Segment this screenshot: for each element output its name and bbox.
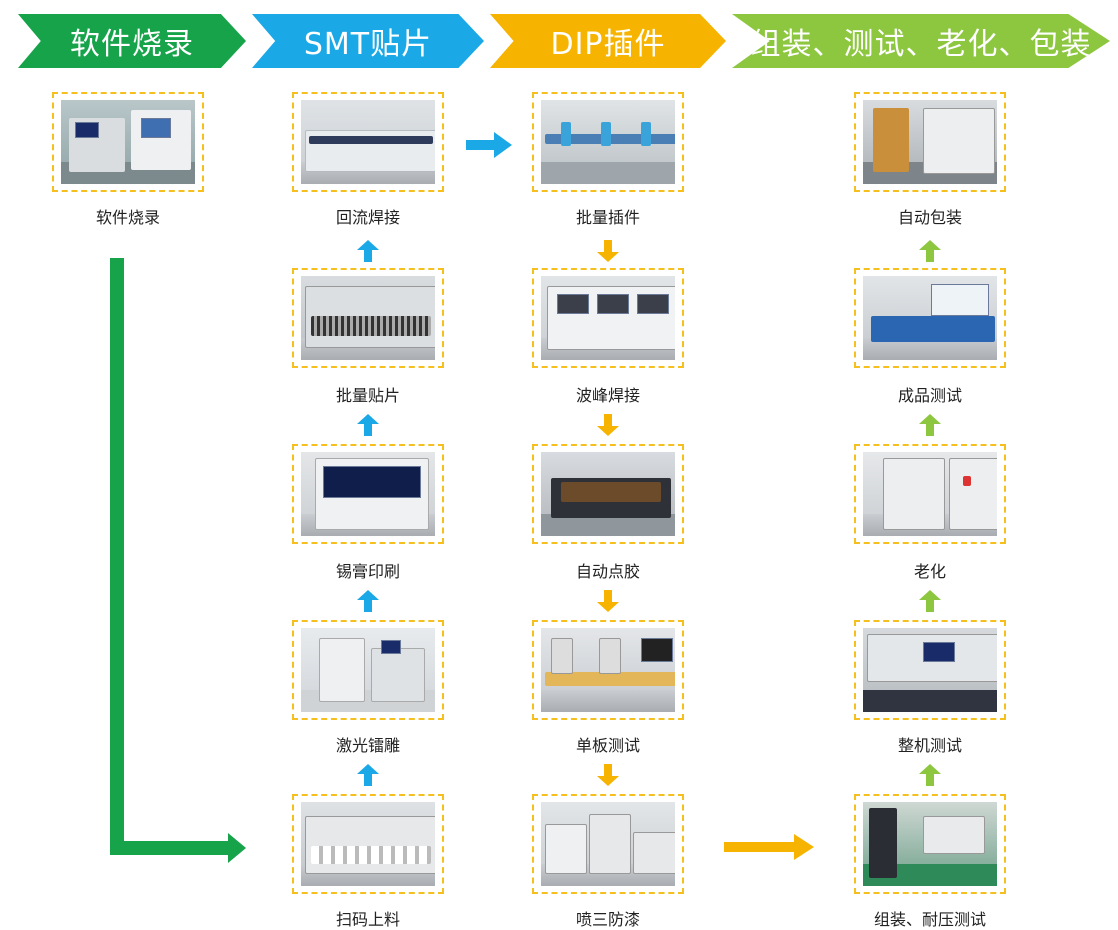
assembly-voltage-photo [863,802,997,886]
stage-label: SMT贴片 [303,27,433,62]
card-label: 喷三防漆 [575,910,640,929]
photo-card-batch-placement [292,268,444,368]
stage-banner-smt: SMT贴片 [252,14,484,68]
photo-card-auto-packing [854,92,1006,192]
software-burning-photo [61,100,195,184]
stage-label: 组装、测试、老化、包装 [750,27,1092,62]
stage-banner-software-burning: 软件烧录 [18,14,246,68]
auto-packing-photo [863,100,997,184]
placement-photo [301,276,435,360]
card-label: 自动包装 [897,208,962,227]
solder-paste-photo [301,452,435,536]
card-label: 波峰焊接 [575,386,640,405]
photo-card-conformal-coating [532,794,684,894]
photo-card-reflow-soldering [292,92,444,192]
photo-card-product-testing [854,268,1006,368]
up-arrow-icon [357,590,379,612]
card-label: 批量贴片 [335,386,400,405]
stage-label: DIP插件 [550,27,666,62]
card-label: 自动点胶 [575,562,640,581]
conformal-coating-photo [541,802,675,886]
down-arrow-icon [597,240,619,262]
photo-card-system-testing [854,620,1006,720]
up-arrow-icon [919,414,941,436]
photo-card-laser-engraving [292,620,444,720]
aging-photo [863,452,997,536]
card-label: 激光镭雕 [335,736,400,755]
down-arrow-icon [597,764,619,786]
card-label: 锡膏印刷 [335,562,400,581]
batch-insertion-photo [541,100,675,184]
photo-card-board-testing [532,620,684,720]
up-arrow-icon [919,590,941,612]
scan-loading-photo [301,802,435,886]
photo-card-aging [854,444,1006,544]
stage-banner-assembly: 组装、测试、老化、包装 [732,14,1110,68]
card-label: 整机测试 [897,736,962,755]
photo-card-batch-insertion [532,92,684,192]
photo-card-auto-dispensing [532,444,684,544]
wave-soldering-photo [541,276,675,360]
card-label: 组装、耐压测试 [873,910,986,929]
up-arrow-icon [919,240,941,262]
auto-dispensing-photo [541,452,675,536]
board-testing-photo [541,628,675,712]
card-label: 软件烧录 [95,208,160,227]
up-arrow-icon [357,240,379,262]
photo-card-solder-paste-printing [292,444,444,544]
dip-to-assembly-arrow-icon [724,834,814,860]
down-arrow-icon [597,414,619,436]
card-label: 老化 [913,562,946,581]
burn-to-smt-arrow [110,258,246,863]
up-arrow-icon [357,414,379,436]
product-testing-photo [863,276,997,360]
up-arrow-icon [357,764,379,786]
card-label: 扫码上料 [335,910,400,929]
card-label: 成品测试 [897,386,962,405]
down-arrow-icon [597,590,619,612]
smt-to-dip-arrow-icon [466,132,512,158]
up-arrow-icon [919,764,941,786]
reflow-photo [301,100,435,184]
card-label: 批量插件 [575,208,640,227]
photo-card-wave-soldering [532,268,684,368]
stage-banner-dip: DIP插件 [490,14,726,68]
stage-label: 软件烧录 [70,27,194,62]
card-label: 单板测试 [575,736,640,755]
laser-engraving-photo [301,628,435,712]
photo-card-scan-loading [292,794,444,894]
photo-card-software-burning [52,92,204,192]
card-label: 回流焊接 [335,208,400,227]
system-testing-photo [863,628,997,712]
photo-card-assembly-voltage-testing [854,794,1006,894]
